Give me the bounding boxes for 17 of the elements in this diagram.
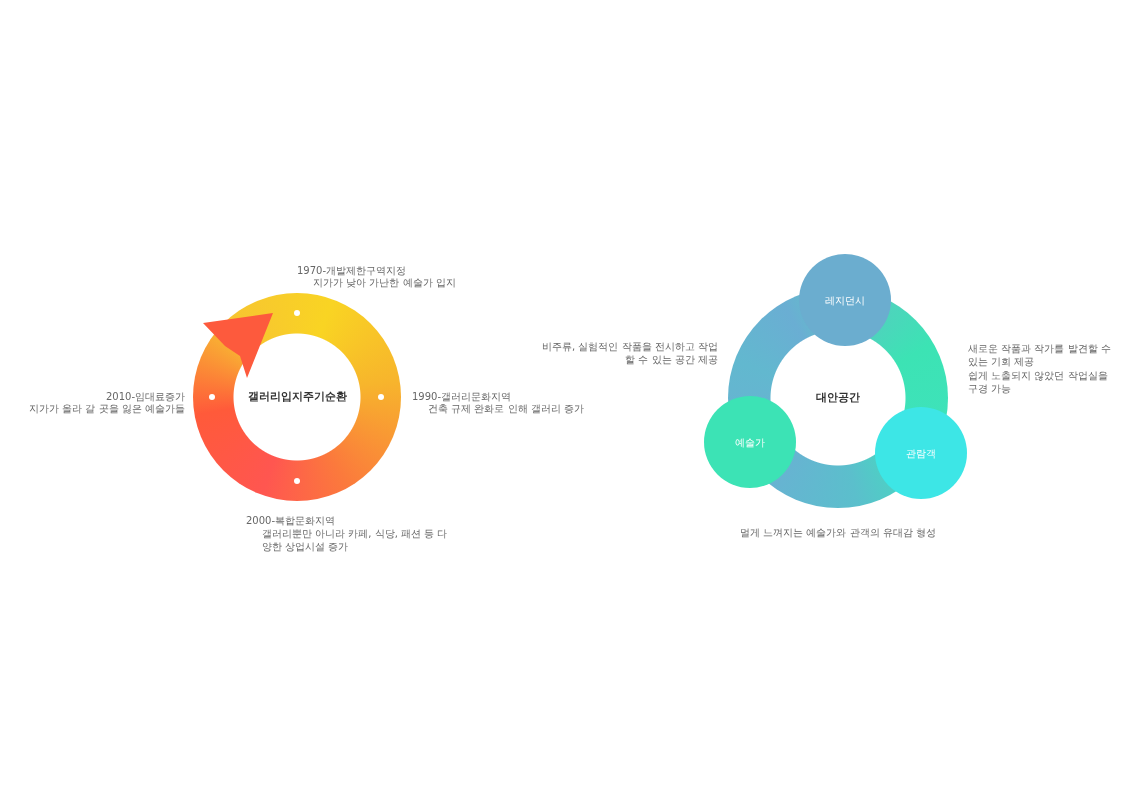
annotation-text: 지가가 낮아 가난한 예술가 입지: [313, 276, 456, 289]
annotation-text: 갤러리뿐만 아니라 카페, 식당, 패션 등 다양한 상업시설 증가: [262, 527, 449, 553]
node-label: 갤러리입지주기순환: [247, 388, 347, 405]
node-label: 예술가: [735, 435, 765, 450]
annotation-text: 2000-복합문화지역: [246, 514, 336, 527]
node-label: 대안공간: [816, 389, 860, 406]
annotation-text: 2010-임대료증가: [104, 390, 185, 403]
node-label: 레지던시: [825, 293, 865, 308]
annotation-text: 1970-개발제한구역지정: [297, 264, 407, 277]
annotation-text: 지가가 올라 갈 곳을 잃은 예술가들: [28, 402, 185, 415]
annotation-text: 1990-갤러리문화지역: [412, 390, 512, 403]
annotation-text: 쉽게 노출되지 않았던 작업실을 구경 가능: [968, 369, 1109, 395]
annotation-text: 비주류, 실험적인 작품을 전시하고 작업할 수 있는 공간 제공: [541, 340, 718, 366]
annotation-text: 건축 규제 완화로 인해 갤러리 증가: [428, 402, 584, 415]
annotation-text: 새로운 작품과 작가를 발견할 수 있는 기회 제공: [968, 342, 1112, 368]
node-label: 관람객: [906, 446, 936, 461]
annotation-text: 멀게 느껴지는 예술가와 관객의 유대감 형성: [739, 526, 937, 539]
